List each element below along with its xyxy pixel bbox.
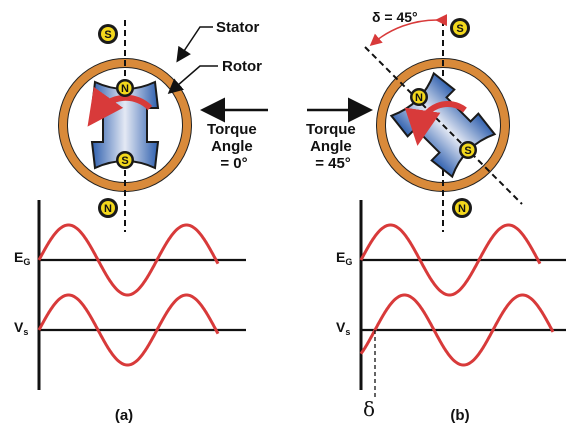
- svg-text:N: N: [104, 203, 112, 215]
- rotor-label: Rotor: [222, 58, 262, 75]
- delta-arc: [369, 14, 448, 46]
- torque-angle-label-b: Torque Angle = 45°: [306, 121, 360, 172]
- svg-text:N: N: [415, 92, 423, 104]
- eg-waveform-a: [37, 223, 220, 297]
- stator-pole-bottom-a: N: [98, 198, 118, 218]
- panel-a: S N S N Stator Rotor Torque Angle = 0°: [14, 19, 268, 424]
- svg-text:S: S: [456, 23, 463, 35]
- caption-a: (a): [115, 407, 133, 424]
- vs-label-b: Vs: [336, 319, 350, 337]
- stator-pole-top-b: S: [450, 18, 470, 38]
- rotor-pole-bottom-a: S: [116, 151, 134, 169]
- rotor-pole-top-b: N: [410, 88, 428, 106]
- eg-label-a: EG: [14, 249, 30, 267]
- eg-waveform-b: [359, 223, 542, 297]
- rotation-arrow-a: [87, 86, 153, 127]
- eg-label-b: EG: [336, 249, 352, 267]
- svg-text:S: S: [121, 155, 128, 167]
- delta-angle-label: δ = 45°: [372, 9, 418, 25]
- torque-angle-label-a: Torque Angle = 0°: [207, 121, 261, 172]
- stator-pole-top-a: S: [98, 24, 118, 44]
- svg-text:N: N: [121, 83, 129, 95]
- stator-leader-line: [176, 26, 213, 63]
- panel-b: Torque Angle = 45° δ = 45° S N: [306, 9, 566, 424]
- svg-text:S: S: [464, 145, 471, 157]
- vs-waveform-b: [359, 293, 555, 367]
- rotation-arrow-b: [404, 101, 467, 146]
- delta-symbol: δ: [363, 397, 375, 421]
- svg-text:S: S: [104, 29, 111, 41]
- rotor-axis-b: [364, 46, 523, 205]
- vs-waveform-a: [37, 293, 220, 367]
- rotor-pole-bottom-b: S: [459, 141, 477, 159]
- rotor-leader-line: [167, 65, 218, 94]
- svg-text:N: N: [458, 203, 466, 215]
- rotor-pole-top-a: N: [116, 79, 134, 97]
- vs-label-a: Vs: [14, 319, 28, 337]
- stator-pole-bottom-b: N: [452, 198, 472, 218]
- caption-b: (b): [450, 407, 469, 424]
- stator-label: Stator: [216, 19, 260, 36]
